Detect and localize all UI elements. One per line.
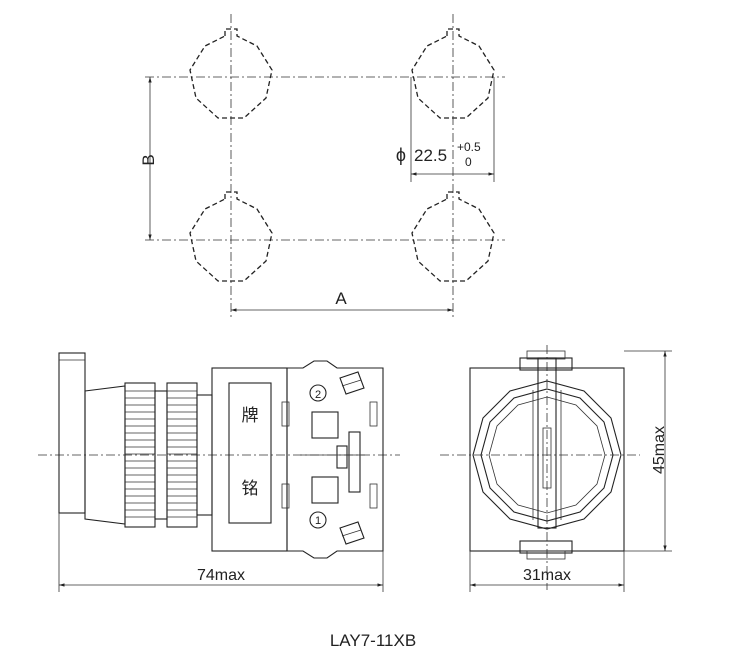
nameplate-char-bottom: 铭	[242, 479, 259, 498]
terminal-screw-2	[309, 384, 327, 402]
terminal-label-2: 2	[315, 389, 321, 401]
hole-diameter-value: 22.5	[414, 146, 447, 165]
dimension-a-label: A	[335, 289, 347, 308]
mounting-hole-pattern: B A ϕ 22.5 +0.5 0	[139, 14, 505, 318]
dimension-b-label: B	[139, 154, 158, 165]
model-caption: LAY7-11XB	[330, 631, 416, 650]
hole-diameter-dimension: ϕ 22.5 +0.5 0	[396, 77, 495, 182]
dimension-31max: 31max	[469, 551, 625, 592]
dimension-31max-label: 31max	[523, 567, 571, 584]
dimension-45max-label: 45max	[651, 426, 668, 474]
tolerance-lower: 0	[465, 155, 472, 169]
actuator-bar	[537, 357, 557, 529]
dimension-74max-label: 74max	[197, 567, 245, 584]
terminal-label-1: 1	[315, 515, 321, 527]
tolerance-upper: +0.5	[457, 140, 481, 154]
hex-nut-outer	[472, 380, 622, 530]
button-cap	[58, 352, 86, 514]
nameplate	[228, 382, 272, 524]
dimension-a: A	[231, 289, 453, 312]
mounting-hole-bottom-right	[411, 191, 495, 282]
terminal-screw-1	[309, 511, 327, 529]
dimension-45max: 45max	[624, 350, 672, 552]
dimension-74max: 74max	[58, 513, 384, 592]
mounting-hole-top-right	[411, 28, 495, 119]
contact-block: 2 1	[281, 360, 384, 559]
nameplate-char-top: 牌	[242, 406, 259, 425]
side-view: 牌 铭 2 1	[38, 352, 400, 592]
dimension-b: B	[139, 77, 158, 240]
mounting-hole-bottom-left	[189, 191, 273, 282]
diameter-symbol: ϕ	[396, 145, 406, 165]
mounting-hole-top-left	[189, 28, 273, 119]
front-view: 31max 45max	[440, 345, 672, 592]
bottom-clip	[519, 540, 573, 554]
hex-nut-inner	[480, 388, 614, 522]
